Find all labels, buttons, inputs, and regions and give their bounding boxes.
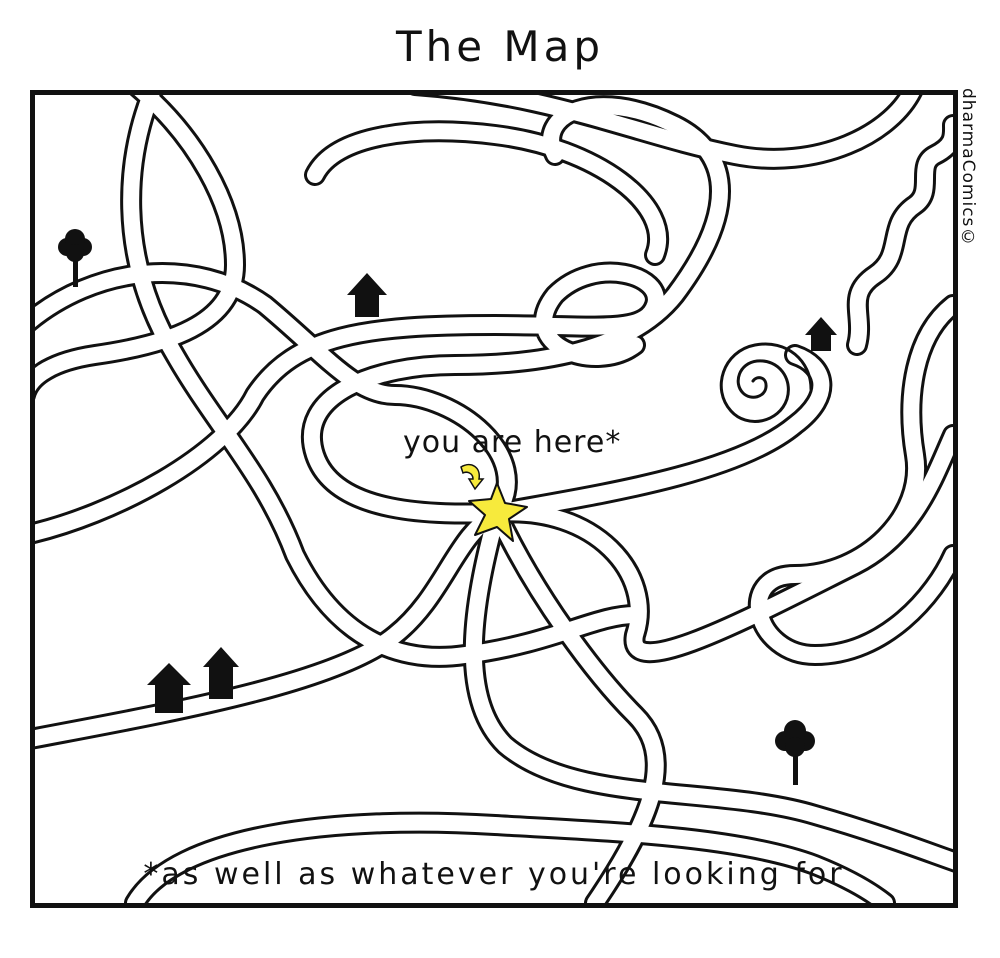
- road-surface: [849, 117, 953, 353]
- spiral-icon: [719, 342, 813, 423]
- house-icon: [805, 317, 837, 351]
- house-icon: [203, 647, 239, 699]
- map-panel: you are here* *as well as whatever you'r…: [30, 90, 958, 908]
- artist-credit: dharmaComics©: [958, 88, 978, 249]
- road-surface: [489, 427, 953, 661]
- road-surface: [123, 95, 643, 665]
- star-icon: [468, 482, 528, 542]
- comic-title: The Map: [395, 22, 605, 71]
- road-surface: [35, 265, 515, 521]
- house-icon: [147, 663, 191, 713]
- you-are-here-label: you are here*: [403, 425, 622, 460]
- road-surface: [437, 95, 920, 167]
- roads-fill: [35, 95, 953, 903]
- tree-icon: [775, 720, 815, 785]
- road-surface: [465, 505, 953, 870]
- road-surface: [489, 505, 664, 903]
- road-surface: [750, 297, 953, 663]
- tree-icon: [58, 229, 92, 287]
- road-surface: [127, 814, 893, 903]
- house-icon: [347, 273, 387, 317]
- road-edge: [462, 502, 953, 873]
- road-edge: [35, 502, 508, 750]
- road-surface: [489, 347, 830, 521]
- road-surface: [303, 98, 728, 522]
- road-map: [35, 95, 953, 903]
- road-surface: [35, 95, 243, 392]
- road-edge: [304, 120, 669, 266]
- footnote: *as well as whatever you're looking for: [143, 857, 845, 892]
- road-surface: [307, 123, 666, 263]
- road-surface: [35, 505, 505, 747]
- arrow-icon: [460, 463, 485, 491]
